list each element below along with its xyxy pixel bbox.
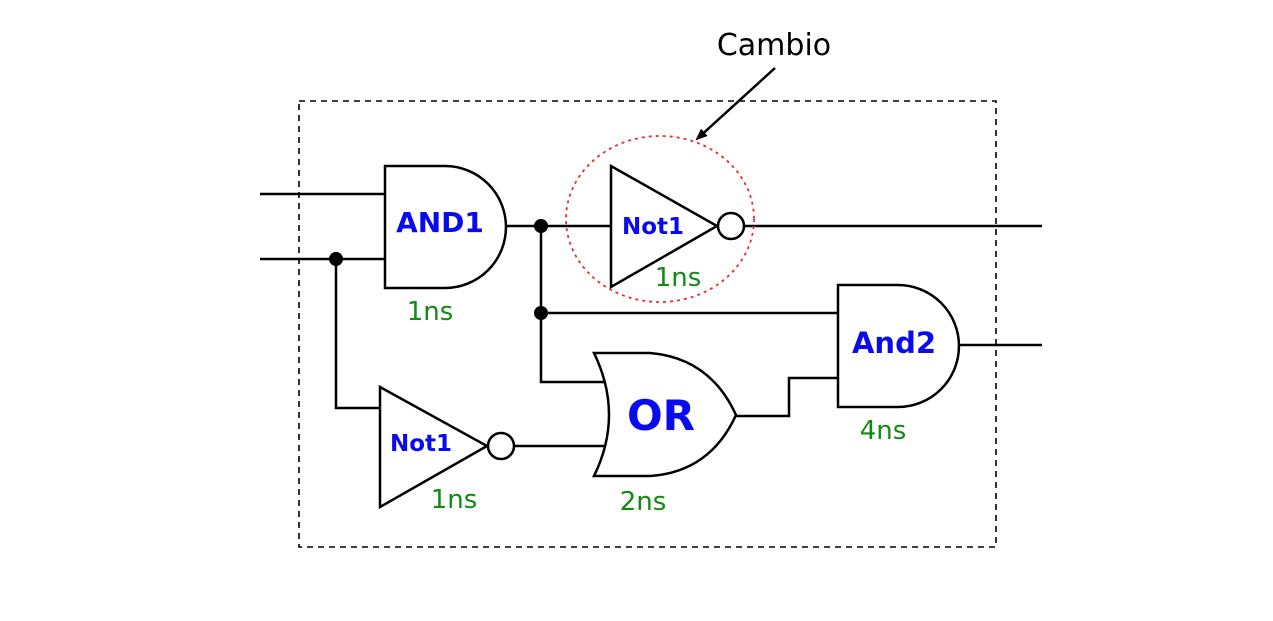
and2-gate: And2 xyxy=(836,283,961,409)
not1-bottom-label: Not1 xyxy=(390,431,452,457)
and2-label: And2 xyxy=(852,326,936,360)
branch-wire-b-to-not1 xyxy=(334,259,380,410)
or-delay: 2ns xyxy=(620,487,667,517)
annotation-arrow xyxy=(695,67,776,141)
and2-delay: 4ns xyxy=(860,416,907,446)
and1-to-or-wire xyxy=(539,226,608,384)
or-label: OR xyxy=(627,391,695,440)
change-highlight xyxy=(565,135,755,303)
and1-label: AND1 xyxy=(396,206,484,239)
and1-delay: 1ns xyxy=(407,297,454,327)
junction-dot xyxy=(534,306,548,320)
or-to-and2-wire xyxy=(736,376,838,418)
and1-gate: AND1 xyxy=(383,164,508,290)
not1-top-gate: Not1 xyxy=(609,163,746,290)
module-boundary xyxy=(298,100,997,548)
not1-bottom-delay: 1ns xyxy=(431,485,478,515)
not1-top-delay: 1ns xyxy=(655,263,702,293)
or-gate: OR xyxy=(591,351,738,478)
change-annotation: Cambio xyxy=(717,28,831,63)
junction-dot xyxy=(534,219,548,233)
not1-top-label: Not1 xyxy=(622,214,684,240)
wires xyxy=(260,192,1042,448)
not1-bottom-gate: Not1 xyxy=(378,384,516,510)
junction-dot xyxy=(329,252,343,266)
